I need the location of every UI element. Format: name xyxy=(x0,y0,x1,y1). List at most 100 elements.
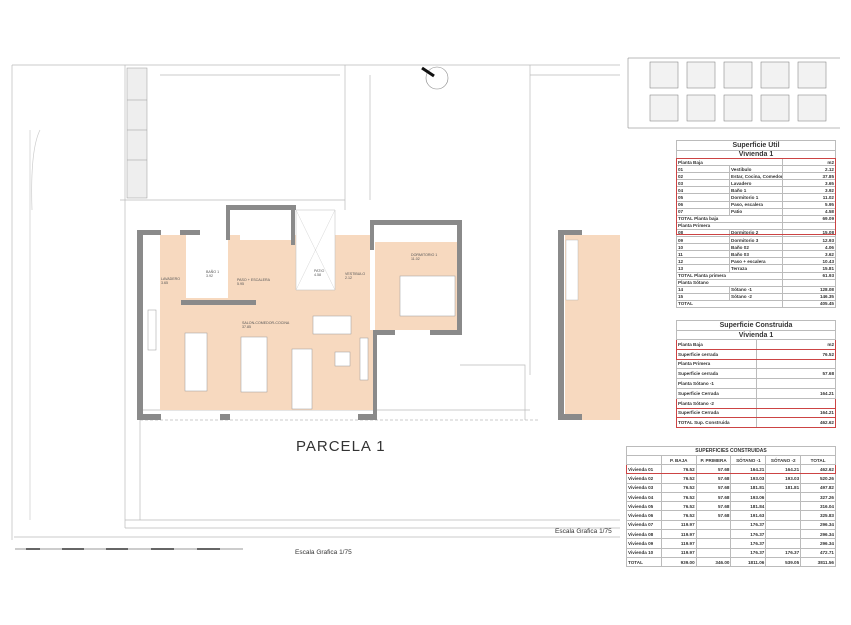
area-value: 11.02 xyxy=(782,193,836,202)
scale-label-bar: Escala Grafica 1/75 xyxy=(295,549,352,556)
title-row: Superficie Construida xyxy=(676,320,836,331)
section-label: Planta Baja xyxy=(676,157,783,167)
vivienda-name: Vivienda 09 xyxy=(626,538,662,549)
area-value: 164.21 xyxy=(765,463,802,475)
area-value xyxy=(765,519,802,531)
vivienda-name: Vivienda 08 xyxy=(626,529,662,540)
area-value: 181.81 xyxy=(765,482,802,493)
area-value: 191.63 xyxy=(730,510,767,521)
area-value: 57.68 xyxy=(695,482,732,493)
row-label: Superficie Cerrada xyxy=(676,387,757,399)
vivienda-name: Vivienda 07 xyxy=(626,519,662,531)
area-value: 57.68 xyxy=(695,473,732,484)
area-value: 76.52 xyxy=(660,501,697,512)
table-title: Superficie Útil xyxy=(676,140,836,151)
title-row: SUPERFICIES CONSTRUIDAS xyxy=(626,446,836,456)
area-value: 10.43 xyxy=(782,257,836,266)
area-value: 76.52 xyxy=(755,348,836,360)
row-label: Planta Sótano -2 xyxy=(676,397,757,409)
area-value: 119.97 xyxy=(660,538,697,549)
table-title: Superficie Construida xyxy=(676,320,836,331)
room-number: 02 xyxy=(676,172,730,181)
neighbour-building-hatch xyxy=(126,67,148,199)
room-number: 08 xyxy=(676,228,730,238)
area-value: 462.62 xyxy=(800,463,836,475)
room-number: 13 xyxy=(676,264,730,273)
row-label: TOTAL Sup. Construida xyxy=(676,417,757,429)
area-value: 939.00 xyxy=(660,556,697,568)
scale-label-right: Escala Grafica 1/75 xyxy=(555,528,612,535)
area-value: 346.00 xyxy=(695,556,732,568)
area-value xyxy=(765,510,802,521)
room-name: Baño 03 xyxy=(729,250,783,259)
table-row: Planta Primera xyxy=(676,358,836,370)
area-value: 15.08 xyxy=(782,228,836,238)
area-value: 128.08 xyxy=(782,285,836,294)
area-value xyxy=(765,491,802,503)
column-header: P. PRIMERA xyxy=(695,455,732,465)
thumbnail-house xyxy=(797,61,827,89)
area-value: 405.45 xyxy=(782,299,836,308)
column-header: TOTAL xyxy=(800,455,836,465)
room-number: 14 xyxy=(676,285,730,294)
area-value: 3.92 xyxy=(782,186,836,195)
thumbnail-house xyxy=(686,94,716,122)
area-value: 3.65 xyxy=(782,179,836,188)
thumbnail-house xyxy=(649,61,679,89)
area-value: 181.81 xyxy=(730,482,767,493)
section-label: TOTAL Planta baja xyxy=(676,214,783,223)
vivienda-name: Vivienda 10 xyxy=(626,547,662,558)
subtitle-row: Vivienda 1 xyxy=(676,330,836,340)
site-lines xyxy=(11,64,620,540)
thumbnail-house xyxy=(723,94,753,122)
area-value: 3811.56 xyxy=(800,556,836,568)
area-value: 296.34 xyxy=(800,519,836,531)
area-value xyxy=(695,547,732,558)
area-value: 146.35 xyxy=(782,292,836,301)
area-value: 193.03 xyxy=(730,473,767,484)
table-row: Planta Sótano -1 xyxy=(676,378,836,389)
area-value: 520.26 xyxy=(800,473,836,484)
area-value xyxy=(765,529,802,540)
walls xyxy=(137,205,462,420)
thumbnail-house xyxy=(797,94,827,122)
area-value: 327.26 xyxy=(800,491,836,503)
vivienda-name: Vivienda 04 xyxy=(626,491,662,503)
table-row: Planta Sótano xyxy=(676,278,836,287)
area-value: 76.52 xyxy=(660,510,697,521)
vivienda-name: Vivienda 03 xyxy=(626,482,662,493)
area-value: 316.04 xyxy=(800,501,836,512)
section-label: Planta Primera xyxy=(676,221,783,230)
area-value: 76.52 xyxy=(660,473,697,484)
room-name: Terraza xyxy=(729,264,783,273)
area-value xyxy=(765,501,802,512)
room-name: Paso + escalera xyxy=(729,257,783,266)
thumbnail-house xyxy=(760,94,790,122)
table-subtitle: Vivienda 1 xyxy=(676,330,836,340)
area-value: 57.68 xyxy=(695,491,732,503)
room-number: 04 xyxy=(676,186,730,195)
area-value: 164.21 xyxy=(755,407,836,419)
vivienda-name: Vivienda 06 xyxy=(626,510,662,521)
area-value xyxy=(695,538,732,549)
room-number: 10 xyxy=(676,243,730,252)
